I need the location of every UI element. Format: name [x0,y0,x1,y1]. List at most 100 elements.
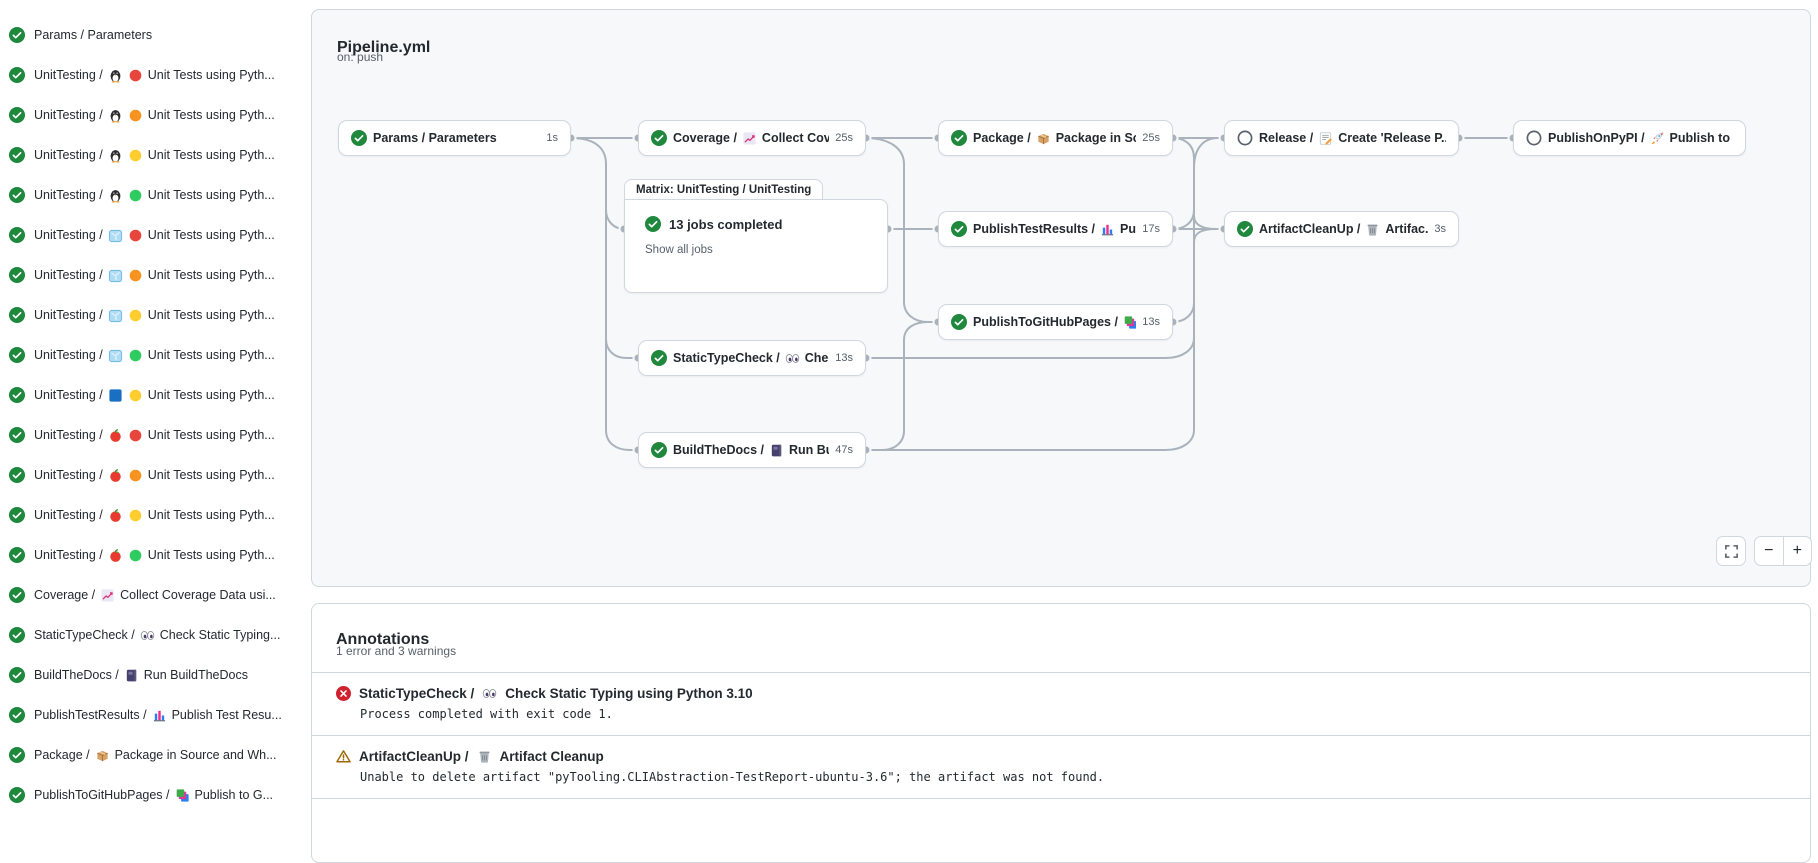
sidebar-job-label: UnitTesting /Unit Tests using Pyth... [34,388,275,403]
annotations-summary: 1 error and 3 warnings [336,644,457,658]
check-circle-icon [951,130,967,146]
macos-icon [108,428,123,443]
job-node-artifactcleanup[interactable]: ArtifactCleanUp /Artifac... 3s [1224,211,1459,247]
sidebar-job[interactable]: UnitTesting /Unit Tests using Pyth... [0,415,305,455]
annotations-panel: Annotations 1 error and 3 warnings Stati… [311,603,1811,863]
job-node-label: PublishToGitHubPages /... [973,315,1137,330]
sidebar-job-label: UnitTesting /Unit Tests using Pyth... [34,428,275,443]
python-yellow-icon [128,508,143,523]
python-green-icon [128,348,143,363]
check-circle-icon [9,387,25,403]
job-node-label: Params / Parameters [373,131,497,145]
job-duration: 13s [835,352,853,364]
fullscreen-button[interactable] [1716,536,1746,566]
job-duration: 3s [1434,223,1446,235]
matrix-group: 13 jobs completed Show all jobs [624,199,888,293]
package-icon [95,748,110,763]
sidebar-job[interactable]: BuildTheDocs /Run BuildTheDocs [0,655,305,695]
check-circle-icon [9,27,25,43]
sidebar-job[interactable]: UnitTesting /Unit Tests using Pyth... [0,255,305,295]
sidebar-job[interactable]: UnitTesting /Unit Tests using Pyth... [0,175,305,215]
annotation-title-link[interactable]: ArtifactCleanUp /Artifact Cleanup [336,749,1786,764]
sidebar-job-label: UnitTesting /Unit Tests using Pyth... [34,68,275,82]
job-node-label: Coverage /Collect Cove... [673,131,830,145]
check-circle-icon [9,467,25,483]
python-red-icon [128,428,143,443]
annotation-title-link[interactable]: StaticTypeCheck /Check Static Typing usi… [336,686,1786,701]
python-orange-icon [128,108,143,123]
sidebar-job[interactable]: UnitTesting /Unit Tests using Pyth... [0,375,305,415]
job-duration: 1s [546,132,558,144]
sidebar-job-label: UnitTesting /Unit Tests using Pyth... [34,508,275,523]
check-circle-icon [9,787,25,803]
notebook-icon [124,668,139,683]
python-orange-icon [128,468,143,483]
sidebar-job[interactable]: PublishTestResults /Publish Test Resu... [0,695,305,735]
sidebar-job[interactable]: UnitTesting /Unit Tests using Pyth... [0,55,305,95]
python-yellow-icon [128,308,143,323]
zoom-in-button[interactable]: + [1782,537,1812,565]
job-node-label: PublishOnPyPI /Publish to ... [1548,130,1733,146]
sidebar-job[interactable]: UnitTesting /Unit Tests using Pyth... [0,215,305,255]
check-circle-icon [9,147,25,163]
sidebar-job-label: UnitTesting /Unit Tests using Pyth... [34,548,275,563]
zoom-controls: − + [1754,536,1812,566]
sidebar-job[interactable]: Package /Package in Source and Wh... [0,735,305,775]
macos-icon [108,468,123,483]
check-circle-icon [951,221,967,237]
show-all-jobs-link[interactable]: Show all jobs [645,244,713,256]
sidebar-job[interactable]: PublishToGitHubPages /Publish to G... [0,775,305,815]
job-node-publishtogithubpages[interactable]: PublishToGitHubPages /...13s [938,304,1173,340]
matrix-group-tab: Matrix: UnitTesting / UnitTesting [624,179,824,200]
linux-icon [108,148,123,163]
check-circle-icon [645,216,661,232]
sidebar-job[interactable]: StaticTypeCheck /Check Static Typing... [0,615,305,655]
job-duration: 25s [835,132,853,144]
check-circle-icon [9,707,25,723]
job-node-label: BuildTheDocs /Run Buil... [673,443,829,457]
sidebar-job[interactable]: Coverage /Collect Coverage Data usi... [0,575,305,615]
check-circle-icon [9,267,25,283]
job-node-publishonpypi[interactable]: PublishOnPyPI /Publish to ... [1513,120,1746,156]
skipped-circle-icon [1237,130,1253,146]
linux-icon [108,188,123,203]
job-node-release[interactable]: Release /Create 'Release P... [1224,120,1459,156]
job-node-params[interactable]: Params / Parameters 1s [338,120,571,156]
msys2-icon [108,388,123,403]
sidebar-job[interactable]: UnitTesting /Unit Tests using Pyth... [0,455,305,495]
rocket-icon [1650,130,1665,146]
job-node-label: Release /Create 'Release P... [1259,131,1446,145]
sidebar-job-label: Package /Package in Source and Wh... [34,748,277,763]
sidebar-job-label: PublishTestResults /Publish Test Resu... [34,708,282,722]
sidebar-job[interactable]: UnitTesting /Unit Tests using Pyth... [0,295,305,335]
annotation-message: Unable to delete artifact "pyTooling.CLI… [360,770,1105,784]
job-node-publishtestresults[interactable]: PublishTestResults /Pu...17s [938,211,1173,247]
windows-icon [108,308,123,323]
sidebar-job[interactable]: UnitTesting /Unit Tests using Pyth... [0,535,305,575]
job-node-package[interactable]: Package /Package in So...25s [938,120,1173,156]
check-circle-icon [651,350,667,366]
check-circle-icon [9,187,25,203]
package-icon [1036,131,1051,146]
sidebar-job[interactable]: UnitTesting /Unit Tests using Pyth... [0,95,305,135]
sidebar-job[interactable]: UnitTesting /Unit Tests using Pyth... [0,135,305,175]
sidebar-job[interactable]: UnitTesting /Unit Tests using Pyth... [0,495,305,535]
matrix-summary: 13 jobs completed [645,216,782,232]
job-duration: 17s [1142,223,1160,235]
check-circle-icon [651,442,667,458]
sidebar-job-label: UnitTesting /Unit Tests using Pyth... [34,188,275,203]
job-node-statictypecheck[interactable]: StaticTypeCheck /Chec...13s [638,340,866,376]
annotation-row: StaticTypeCheck /Check Static Typing usi… [312,672,1810,735]
books-icon [175,788,190,803]
zoom-out-button[interactable]: − [1764,542,1774,559]
job-node-coverage[interactable]: Coverage /Collect Cove... 25s [638,120,866,156]
sidebar-job[interactable]: UnitTesting /Unit Tests using Pyth... [0,335,305,375]
sidebar-job[interactable]: Params / Parameters [0,15,305,55]
job-duration: 47s [835,444,853,456]
check-circle-icon [9,227,25,243]
job-node-label: ArtifactCleanUp /Artifac... [1259,222,1429,236]
macos-icon [108,548,123,563]
sidebar-job-label: UnitTesting /Unit Tests using Pyth... [34,348,275,363]
job-node-buildthedocs[interactable]: BuildTheDocs /Run Buil... 47s [638,432,866,468]
